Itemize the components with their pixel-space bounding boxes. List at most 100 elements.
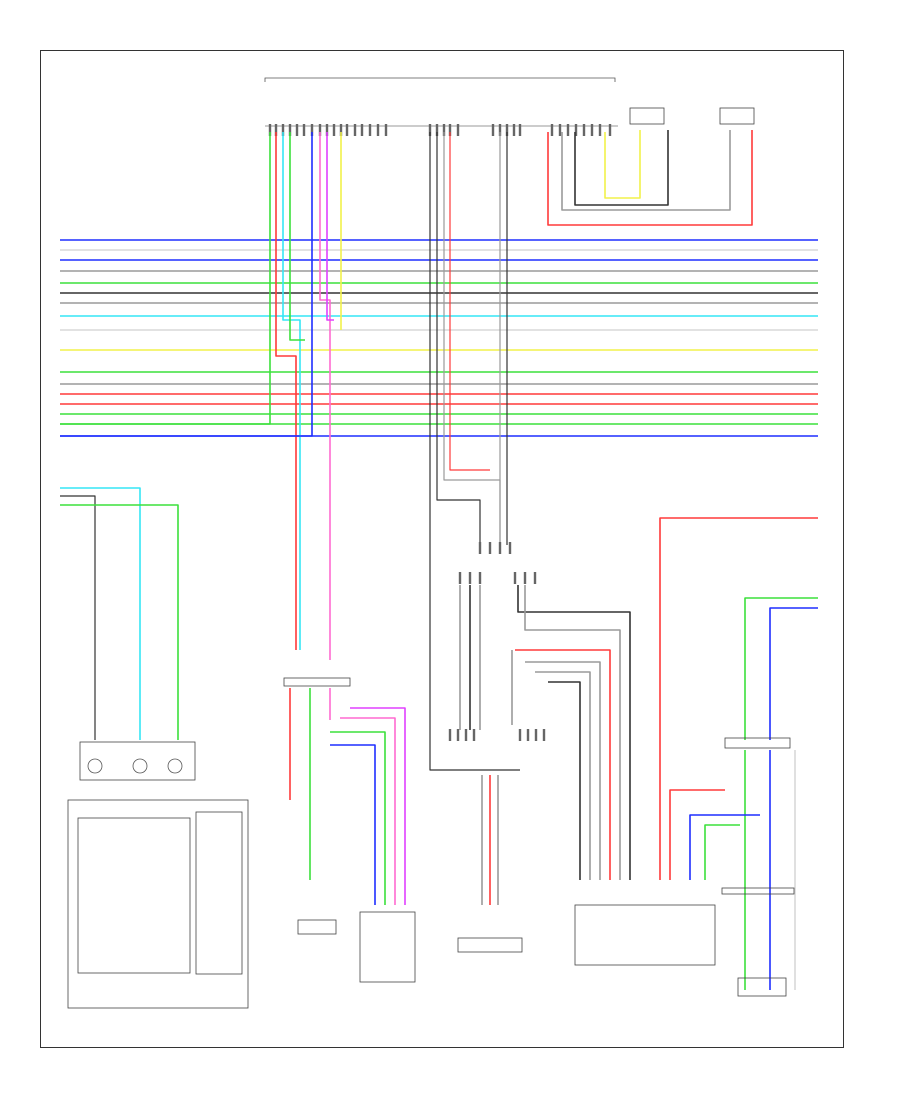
switch-terminal	[87, 758, 103, 774]
junction-pin	[523, 572, 527, 584]
black-trunk-wire-2	[436, 132, 481, 545]
center-pin	[456, 729, 460, 741]
left-speaker-wire	[340, 717, 396, 905]
left-junction-box	[283, 677, 351, 687]
right-red-feed	[659, 517, 818, 880]
center-pin	[464, 729, 468, 741]
top-connector-pin	[332, 124, 336, 136]
black-trunk-wire	[429, 132, 520, 771]
yellow-loop-wire	[604, 130, 641, 199]
receiver-bracket	[721, 887, 795, 895]
right-green-feed	[744, 597, 818, 740]
center-pin	[526, 729, 530, 741]
top-connector-pin	[310, 124, 314, 136]
top-connector-pin	[318, 124, 322, 136]
junction-pin	[458, 572, 462, 584]
left-switch-box	[77, 817, 191, 974]
top-connector-pin	[274, 124, 278, 136]
red-trunk-wire	[449, 132, 490, 471]
red-drop-wire	[275, 132, 297, 650]
steering-switch-connector	[79, 741, 196, 781]
cyan-drop-wire	[282, 132, 301, 650]
receiver-green-wire	[704, 824, 740, 880]
top-connector-pin	[566, 124, 570, 136]
center-pin	[534, 729, 538, 741]
diagram-frame	[40, 50, 844, 1048]
top-connector-pin	[281, 124, 285, 136]
left-speaker-wire	[330, 744, 376, 905]
receiver-blue-wire	[689, 814, 760, 880]
center-pin	[472, 729, 476, 741]
top-connector-pin	[268, 124, 272, 136]
left-speaker-wire	[350, 707, 406, 905]
receiver-feed-wire	[548, 681, 581, 880]
left-front-tweeter-box	[297, 919, 337, 935]
green-short-drop	[289, 132, 305, 341]
top-connector-pin	[590, 124, 594, 136]
top-connector-pin	[435, 124, 439, 136]
center-pin	[542, 729, 546, 741]
top-connector-pin	[295, 124, 299, 136]
gray-loop-wire	[561, 130, 731, 211]
top-connector-pin	[512, 124, 516, 136]
top-connector-pin	[288, 124, 292, 136]
junction-pin	[468, 572, 472, 584]
center-pin	[448, 729, 452, 741]
red-loop-wire	[547, 130, 753, 226]
right-switch-box	[195, 811, 243, 975]
junction-pin	[478, 542, 482, 554]
top-connector-pin	[608, 124, 612, 136]
top-connector-pin	[448, 124, 452, 136]
receiver-feed-wire	[535, 671, 591, 880]
left-speaker-wire	[330, 731, 386, 905]
top-connector-pin	[550, 124, 554, 136]
switch-terminal	[167, 758, 183, 774]
top-connector-pin	[558, 124, 562, 136]
switch-terminal	[132, 758, 148, 774]
top-connector-pin	[598, 124, 602, 136]
switch-black-wire	[60, 495, 96, 740]
receiver-feed-wire	[517, 585, 631, 880]
center-pin	[518, 729, 522, 741]
steering-pad-switch-box	[67, 799, 249, 1009]
receiver-feed-wire	[525, 661, 601, 880]
junction-pin	[478, 572, 482, 584]
switch-green-wire	[60, 504, 179, 740]
right-front-tweeter-box	[737, 977, 787, 997]
receiver-feed-red	[515, 649, 611, 880]
top-connector-pin	[345, 124, 349, 136]
receiver-red-wire	[669, 789, 725, 880]
top-connector-pin	[325, 124, 329, 136]
junction-pin	[508, 542, 512, 554]
magenta-short-drop	[326, 132, 334, 321]
junction-pin	[488, 542, 492, 554]
connector-box-top-left	[629, 107, 665, 125]
junction-pin	[533, 572, 537, 584]
top-connector-pin	[353, 124, 357, 136]
left-front-door-speaker-box	[359, 911, 416, 983]
blue-drop-wire	[60, 132, 313, 437]
top-connector-pin	[339, 124, 343, 136]
pink-drop-wire	[319, 132, 331, 660]
green-drop-wire	[60, 132, 271, 425]
top-connector-pin	[428, 124, 432, 136]
front-center-speaker-box	[457, 937, 523, 953]
harness-bracket	[264, 77, 616, 82]
gray-trunk-wire	[443, 132, 501, 545]
top-connector-pin	[518, 124, 522, 136]
top-connector-pin	[360, 124, 364, 136]
junction-pin	[498, 542, 502, 554]
junction-pin	[513, 572, 517, 584]
top-connector-pin	[368, 124, 372, 136]
top-connector-pin	[498, 124, 502, 136]
black-loop-wire	[574, 130, 669, 206]
top-connector-pin	[582, 124, 586, 136]
connector-box-top-right	[719, 107, 755, 125]
top-connector-pin	[302, 124, 306, 136]
top-connector-pin	[442, 124, 446, 136]
top-connector-pin	[574, 124, 578, 136]
top-connector-pin	[376, 124, 380, 136]
top-connector-pin	[491, 124, 495, 136]
receiver-feed-wire	[524, 585, 621, 880]
